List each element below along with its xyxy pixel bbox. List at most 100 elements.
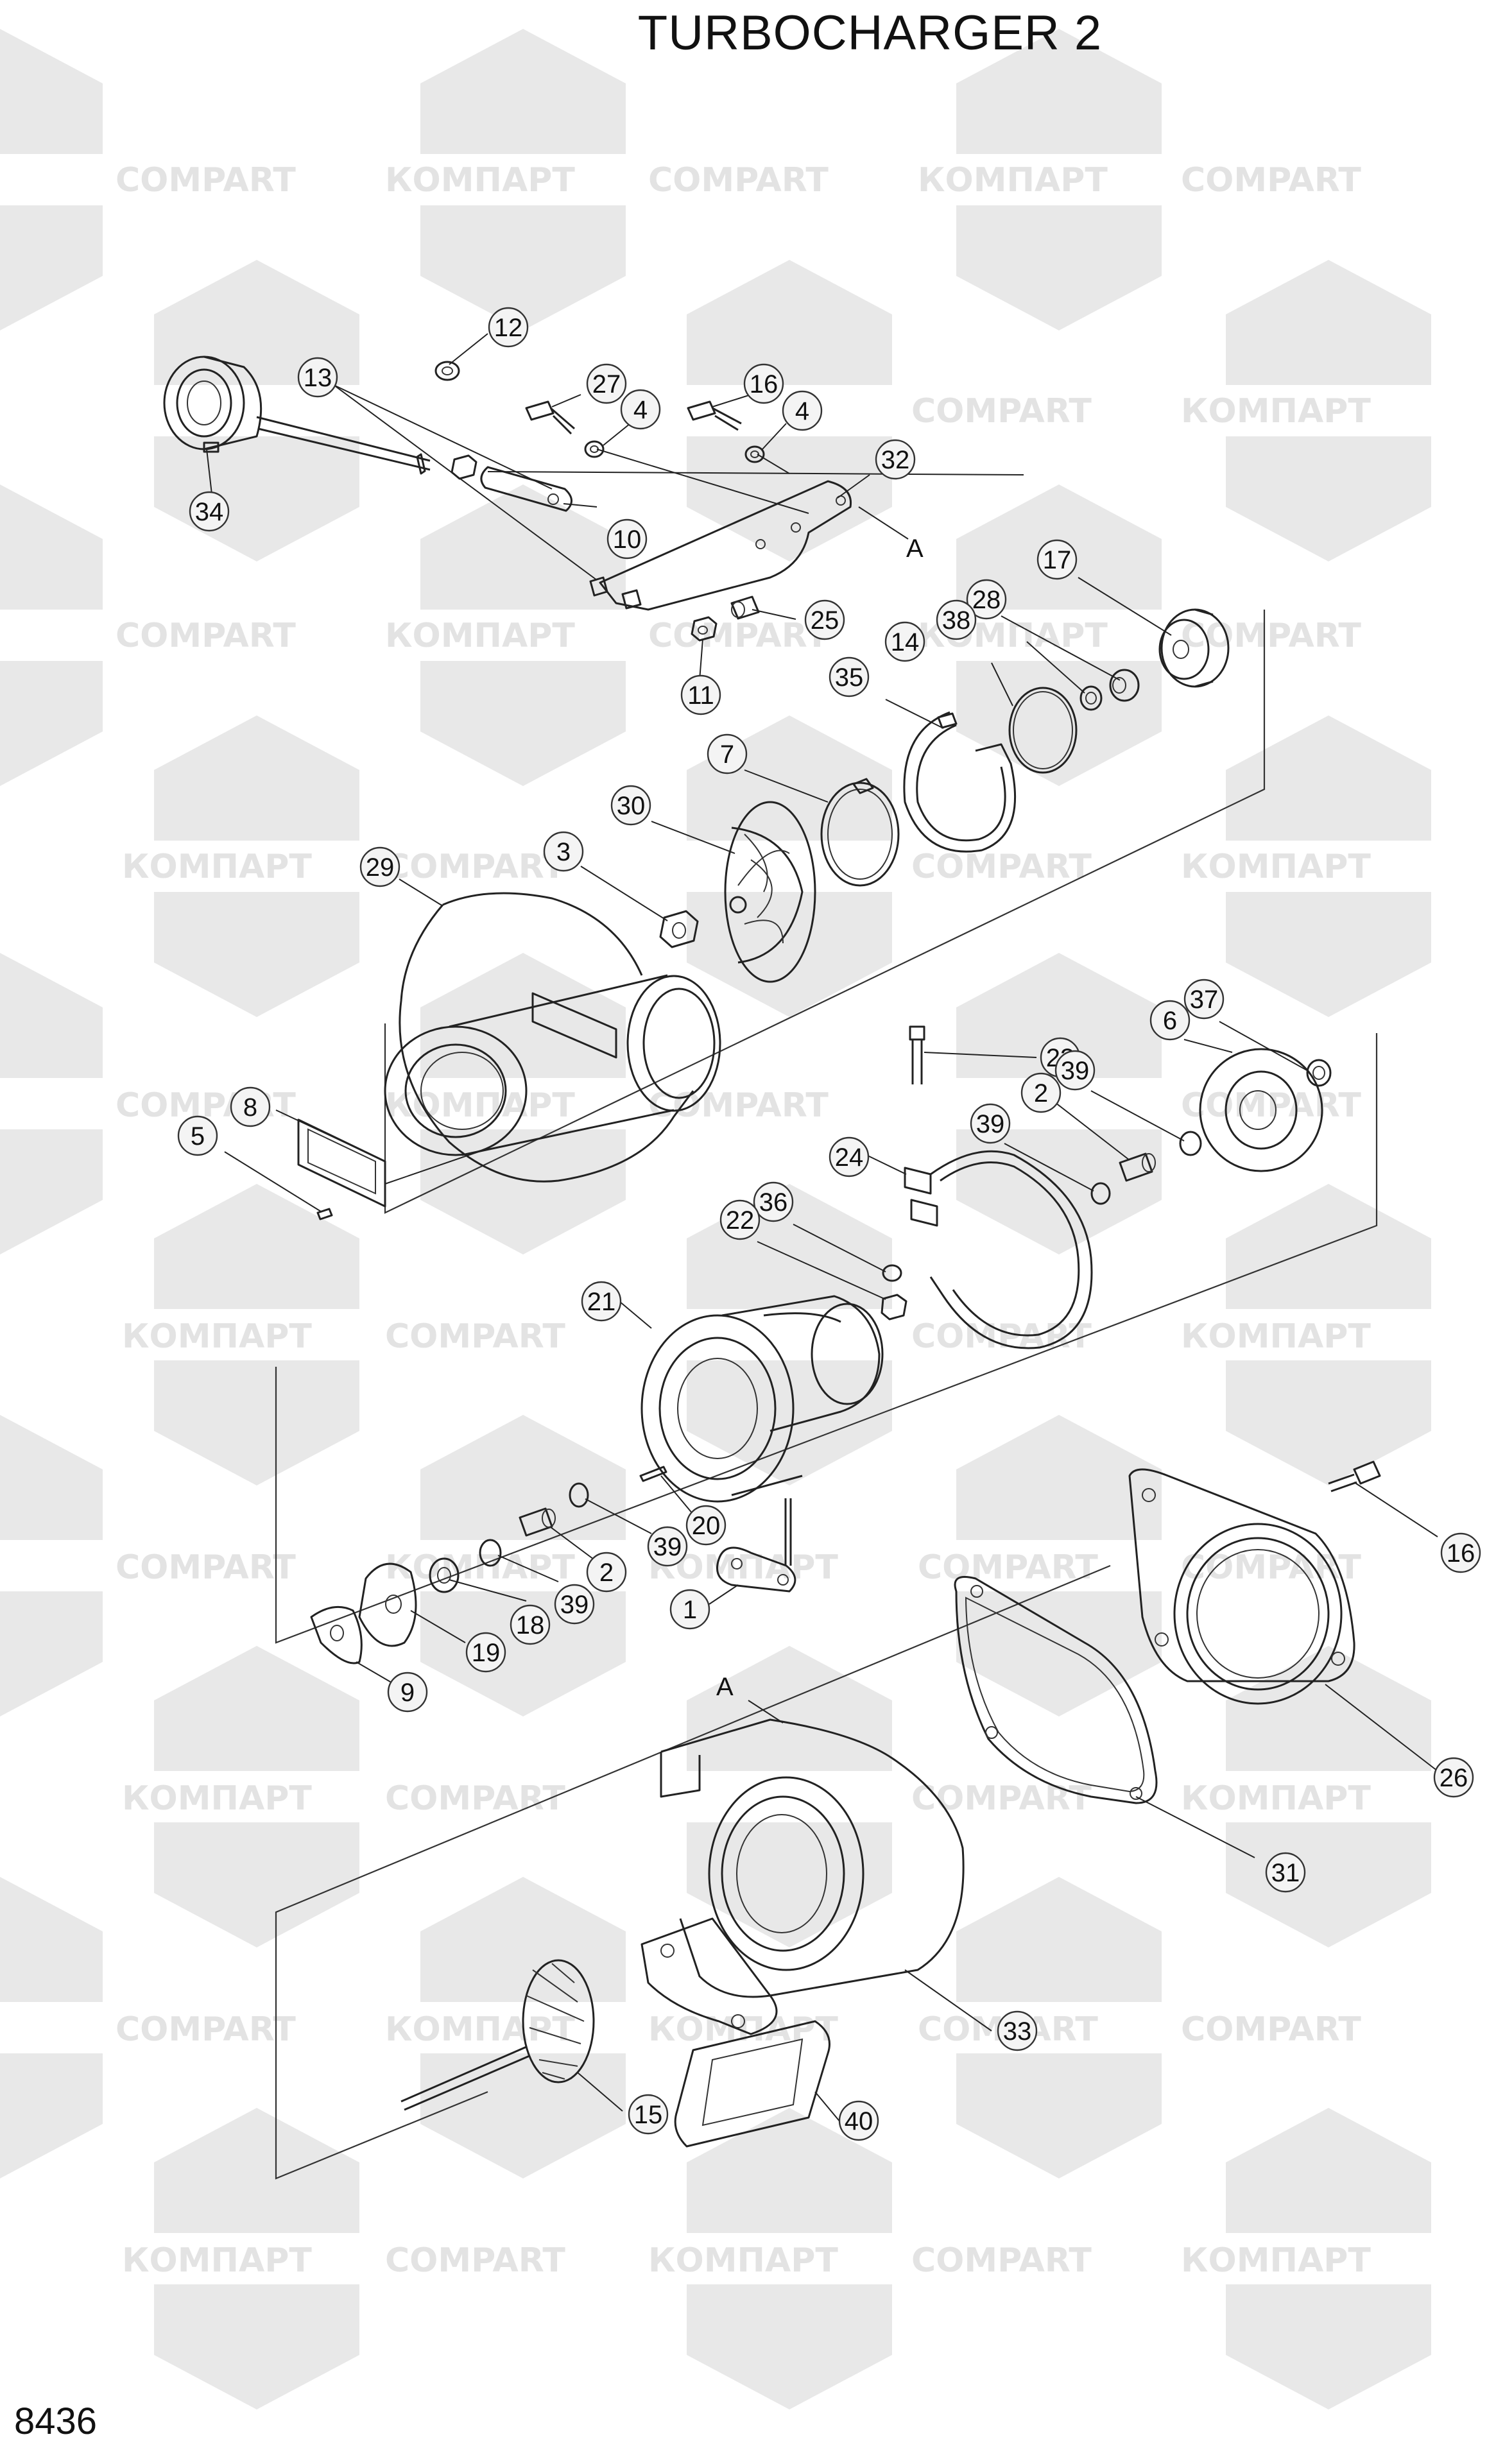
callout-32-bubble — [875, 439, 916, 480]
callout-33: 33 — [997, 2010, 1038, 2051]
rod-end-10 — [480, 466, 572, 512]
svg-text:КОМПАРТ: КОМПАРТ — [1181, 1779, 1371, 1818]
callout-32-label: 32 — [881, 446, 910, 474]
svg-text:КОМПАРТ: КОМПАРТ — [1181, 848, 1371, 886]
callout-21: 21 — [581, 1281, 622, 1322]
svg-text:COMPART: COMPART — [648, 617, 829, 655]
watermark-layer: COMPART КОМПАРТ COMPART КОМПАРТ COMPART … — [0, 29, 1431, 2409]
compressor-housing-29 — [384, 892, 721, 1183]
callout-6-bubble — [1149, 1000, 1191, 1041]
callout-38: 38 — [936, 599, 977, 640]
view-marker-a-bottom: A — [716, 1673, 734, 1701]
callout-39-c-bubble — [647, 1526, 688, 1567]
callout-14-label: 14 — [891, 628, 920, 656]
callout-37-bubble — [1183, 979, 1225, 1020]
callout-26: 26 — [1433, 1757, 1474, 1798]
pin-20 — [639, 1466, 667, 1482]
callout-27-label: 27 — [592, 370, 621, 398]
callout-31-bubble — [1265, 1852, 1306, 1893]
svg-text:COMPART: COMPART — [911, 848, 1092, 886]
callout-40-label: 40 — [845, 2107, 873, 2135]
callout-18-label: 18 — [516, 1611, 545, 1639]
svg-text:КОМПАРТ: КОМПАРТ — [648, 2010, 838, 2049]
callout-4-left-label: 4 — [633, 396, 648, 424]
callout-4-left-bubble — [620, 389, 661, 430]
callout-25: 25 — [804, 599, 845, 640]
svg-text:COMPART: COMPART — [1181, 1548, 1361, 1587]
callout-7-bubble — [707, 733, 748, 774]
svg-text:КОМПАРТ: КОМПАРТ — [122, 1317, 312, 1356]
callout-1: 1 — [669, 1589, 710, 1630]
callout-39-a: 39 — [1054, 1050, 1096, 1091]
callout-30-label: 30 — [617, 792, 646, 820]
callout-26-label: 26 — [1440, 1764, 1468, 1792]
actuator-34 — [163, 355, 262, 453]
callout-38-bubble — [936, 599, 977, 640]
callout-15: 15 — [628, 2094, 669, 2135]
svg-text:COMPART: COMPART — [385, 1779, 565, 1818]
callout-17-label: 17 — [1043, 546, 1072, 574]
callout-20-label: 20 — [692, 1512, 721, 1540]
callout-37: 37 — [1183, 979, 1225, 1020]
callout-17-bubble — [1036, 539, 1078, 580]
callout-layer: 1213271644323410172838251411357303293762… — [177, 307, 1481, 2141]
callout-2-a-bubble — [1020, 1072, 1062, 1113]
callout-24-bubble — [829, 1136, 870, 1177]
callout-2-a-label: 2 — [1034, 1079, 1048, 1108]
callout-39-d-label: 39 — [560, 1591, 589, 1619]
callout-18: 18 — [510, 1604, 551, 1645]
callout-16-top-bubble — [743, 363, 784, 404]
nut-22 — [881, 1294, 907, 1321]
svg-text:COMPART: COMPART — [1181, 2010, 1361, 2049]
leader-lines — [206, 333, 1438, 2123]
callout-28: 28 — [966, 579, 1007, 620]
callout-9-label: 9 — [400, 1679, 415, 1707]
bracket-32 — [589, 480, 852, 611]
nut-11 — [691, 616, 718, 642]
svg-text:COMPART: COMPART — [648, 161, 829, 200]
diagram-title: TURBOCHARGER 2 — [637, 6, 1103, 60]
callout-21-label: 21 — [587, 1288, 616, 1316]
callout-39-b: 39 — [970, 1103, 1011, 1144]
center-housing-21 — [641, 1295, 884, 1566]
callout-35-label: 35 — [835, 663, 864, 692]
callout-12-label: 12 — [494, 314, 523, 342]
turbine-shaft-15 — [400, 1959, 595, 2111]
svg-text:КОМПАРТ: КОМПАРТ — [648, 2241, 838, 2280]
callout-25-bubble — [804, 599, 845, 640]
callout-20: 20 — [685, 1505, 727, 1546]
svg-text:КОМПАРТ: КОМПАРТ — [385, 617, 575, 655]
callout-25-label: 25 — [811, 606, 839, 635]
callout-16-bottom-label: 16 — [1447, 1539, 1475, 1568]
snap-ring-35 — [903, 711, 1017, 853]
watermark-text: COMPART КОМПАРТ COMPART КОМПАРТ COMPART … — [116, 161, 1371, 2280]
callout-21-bubble — [581, 1281, 622, 1322]
callout-30: 30 — [610, 785, 651, 826]
ring-39-c — [569, 1482, 589, 1508]
svg-text:КОМПАРТ: КОМПАРТ — [1181, 392, 1371, 431]
callout-39-c-label: 39 — [653, 1533, 682, 1561]
bolt-27 — [525, 400, 575, 435]
callout-31: 31 — [1265, 1852, 1306, 1893]
callout-3-label: 3 — [556, 838, 571, 866]
nameplate-8 — [297, 1118, 386, 1208]
callout-27-bubble — [586, 363, 627, 404]
callout-36-bubble — [753, 1181, 794, 1222]
svg-text:COMPART: COMPART — [116, 2010, 296, 2049]
callout-32: 32 — [875, 439, 916, 480]
callout-16-bottom: 16 — [1440, 1532, 1481, 1573]
actuator-rod-13 — [256, 416, 431, 475]
callout-27: 27 — [586, 363, 627, 404]
svg-text:COMPART: COMPART — [1181, 161, 1361, 200]
callout-15-bubble — [628, 2094, 669, 2135]
svg-text:COMPART: COMPART — [116, 617, 296, 655]
callout-8-label: 8 — [243, 1093, 257, 1122]
callout-39-a-label: 39 — [1061, 1057, 1090, 1085]
callout-38-label: 38 — [942, 606, 971, 635]
svg-text:COMPART: COMPART — [918, 1548, 1098, 1587]
callout-11-label: 11 — [687, 681, 714, 710]
bolt-23 — [909, 1025, 925, 1084]
callout-19-label: 19 — [472, 1639, 501, 1667]
